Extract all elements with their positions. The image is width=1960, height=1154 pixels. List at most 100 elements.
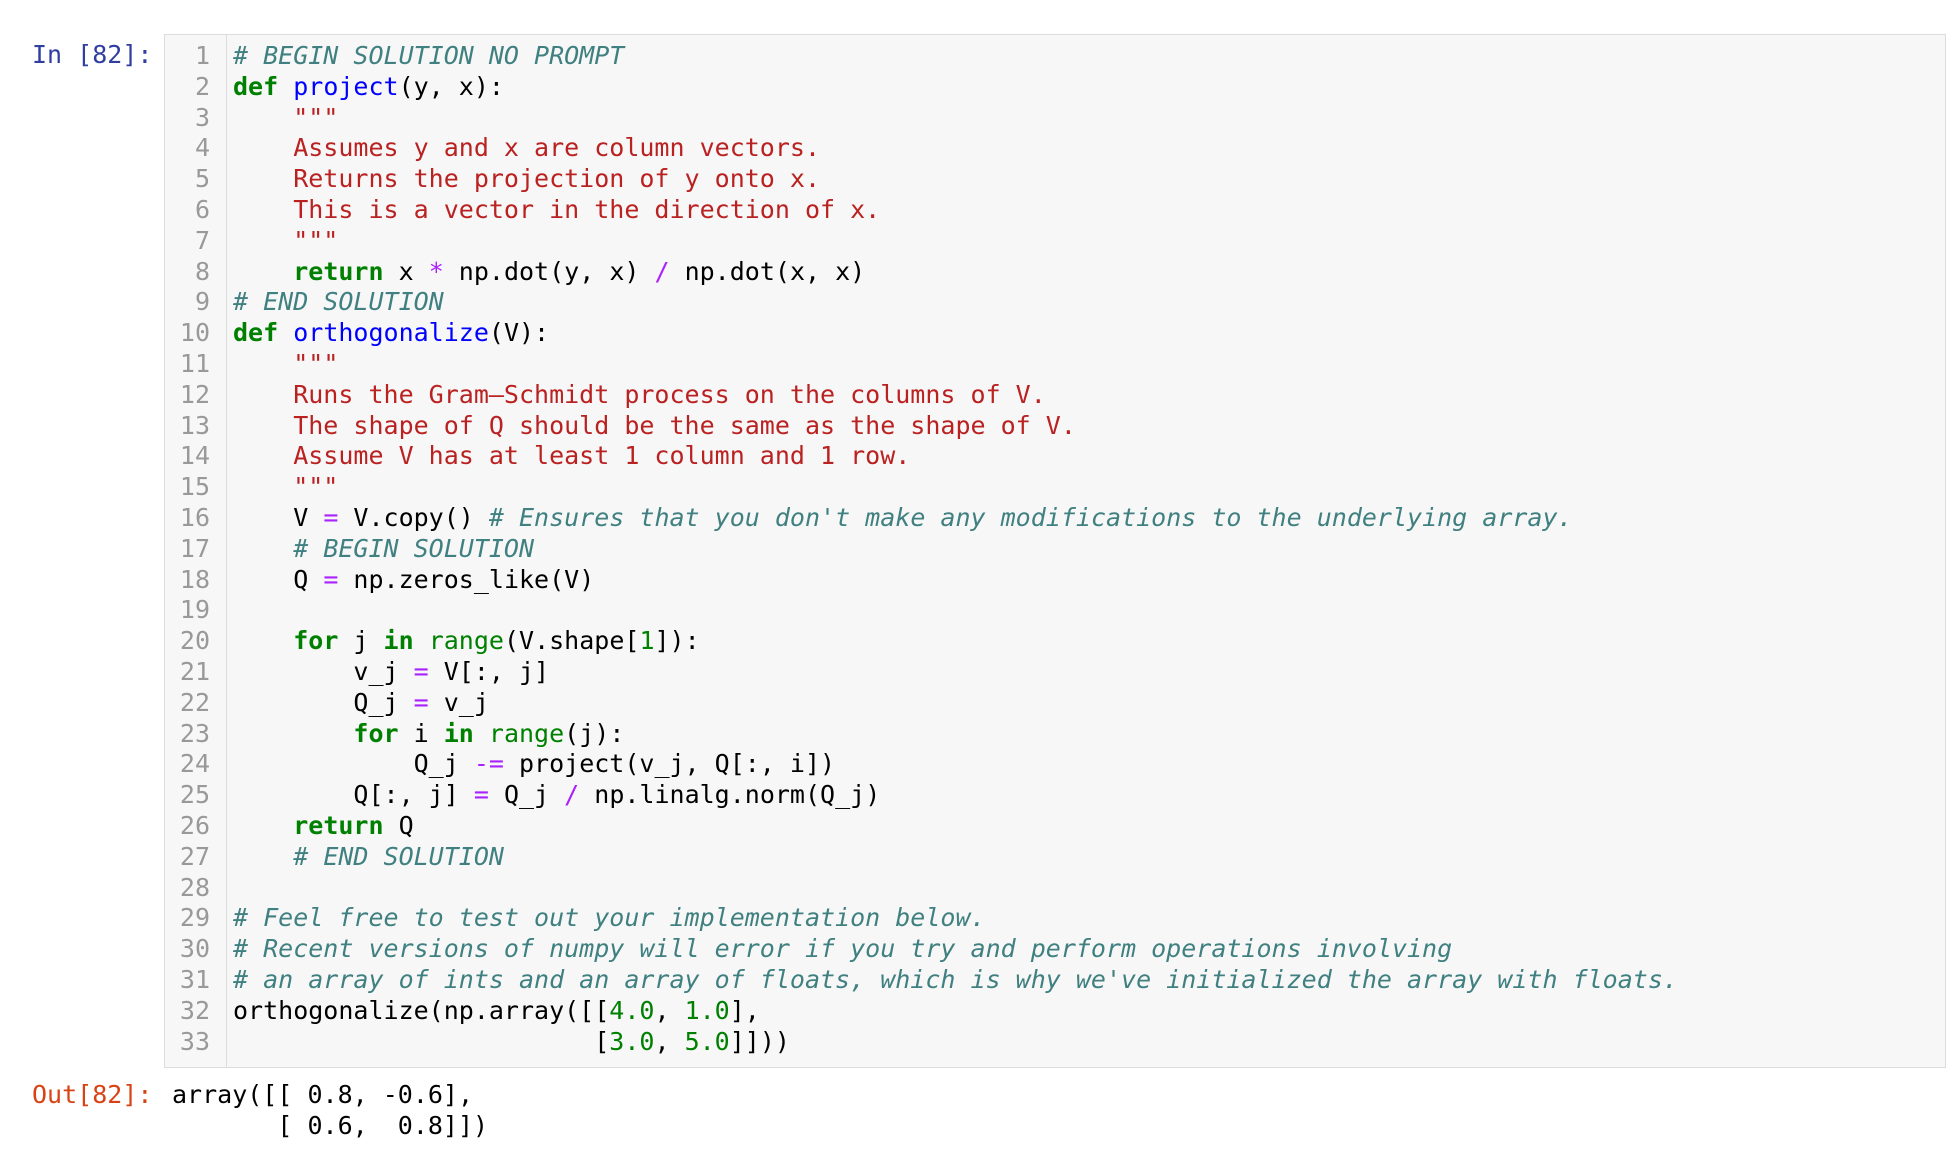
code-token: (y, x): <box>398 71 504 101</box>
code-token: range <box>488 718 565 748</box>
code-token: ]): <box>654 626 700 656</box>
code-token: / <box>564 780 580 810</box>
code-token: = <box>413 657 429 686</box>
code-token <box>414 626 429 655</box>
line-number: 33 <box>179 1026 210 1056</box>
code-token: Q_j <box>488 780 565 810</box>
code-line[interactable]: Q[:, j] = Q_j / np.linalg.norm(Q_j) <box>233 780 880 811</box>
code-token: Assume V has at least 1 column and 1 row… <box>233 441 911 471</box>
code-token <box>278 318 293 347</box>
code-token: for <box>293 626 339 656</box>
code-line[interactable]: Assumes y and x are column vectors. <box>233 133 820 164</box>
line-number: 32 <box>179 995 210 1025</box>
code-line[interactable]: Returns the projection of y onto x. <box>233 164 820 195</box>
line-number: 14 <box>179 441 210 471</box>
code-token: (V): <box>488 318 550 348</box>
code-token: for <box>353 718 399 748</box>
code-line[interactable]: V = V.copy() # Ensures that you don't ma… <box>233 503 1573 534</box>
code-line[interactable]: The shape of Q should be the same as the… <box>233 411 1076 442</box>
line-number: 16 <box>179 503 210 532</box>
code-token: # Feel free to test out your implementat… <box>233 903 986 933</box>
code-token: The shape of Q should be the same as the… <box>233 410 1076 440</box>
code-token: # Recent versions of numpy will error if… <box>233 934 1453 964</box>
code-line[interactable]: # Recent versions of numpy will error if… <box>233 934 1452 965</box>
line-number: 24 <box>179 749 210 779</box>
code-token: orthogonalize(np.array([[ <box>233 995 610 1025</box>
code-line[interactable]: # Feel free to test out your implementat… <box>233 903 986 934</box>
line-number: 20 <box>179 626 210 656</box>
code-token: # BEGIN SOLUTION <box>293 533 535 563</box>
code-line[interactable]: Assume V has at least 1 column and 1 row… <box>233 441 910 472</box>
line-number: 26 <box>179 811 210 840</box>
line-number: 1 <box>194 41 210 70</box>
code-line[interactable]: return Q <box>233 811 414 842</box>
code-line[interactable]: """ <box>233 472 338 503</box>
code-token: """ <box>233 225 339 255</box>
code-token: i <box>398 718 444 748</box>
code-line[interactable]: for i in range(j): <box>233 719 624 750</box>
code-line[interactable]: for j in range(V.shape[1]): <box>233 626 700 657</box>
code-token: Q <box>383 811 414 840</box>
code-line[interactable]: Q_j -= project(v_j, Q[:, i]) <box>233 749 835 780</box>
code-token: j <box>338 626 384 656</box>
code-line[interactable]: def project(y, x): <box>233 72 504 103</box>
code-token: def <box>233 71 279 101</box>
code-token: """ <box>233 472 339 502</box>
code-token: ], <box>729 995 760 1025</box>
code-line[interactable]: def orthogonalize(V): <box>233 318 549 349</box>
line-number: 22 <box>179 687 210 717</box>
code-token <box>233 626 293 655</box>
code-line[interactable]: # BEGIN SOLUTION NO PROMPT <box>233 41 624 72</box>
code-token: in <box>383 626 414 656</box>
code-token: V <box>233 503 324 532</box>
code-token: # END SOLUTION <box>293 841 504 871</box>
code-line[interactable]: orthogonalize(np.array([[4.0, 1.0], <box>233 996 760 1027</box>
code-line[interactable]: Runs the Gram–Schmidt process on the col… <box>233 380 1046 411</box>
code-token: Q_j <box>233 749 474 779</box>
code-line[interactable]: Q = np.zeros_like(V) <box>233 565 594 596</box>
code-line[interactable]: # an array of ints and an array of float… <box>233 965 1678 996</box>
code-token: project <box>293 71 399 101</box>
code-token: # BEGIN SOLUTION NO PROMPT <box>233 41 625 70</box>
code-token: x <box>383 256 429 286</box>
code-line[interactable]: """ <box>233 349 338 380</box>
line-number: 30 <box>179 934 210 964</box>
code-token: Q_j <box>233 687 414 717</box>
code-line[interactable]: return x * np.dot(y, x) / np.dot(x, x) <box>233 257 865 288</box>
code-line[interactable]: """ <box>233 226 338 257</box>
code-token <box>233 842 293 871</box>
code-token: Assumes y and x are column vectors. <box>233 133 820 163</box>
code-line[interactable]: Q_j = v_j <box>233 688 489 719</box>
line-number: 28 <box>179 872 210 902</box>
code-token <box>474 719 489 748</box>
line-number: 13 <box>179 410 210 440</box>
code-token: in <box>443 718 474 748</box>
code-token: Q <box>233 564 324 594</box>
code-line[interactable]: [3.0, 5.0]])) <box>233 1027 790 1058</box>
code-token: = <box>323 564 339 594</box>
code-line[interactable]: # END SOLUTION <box>233 842 504 873</box>
line-number: 23 <box>179 718 210 748</box>
line-number: 19 <box>179 595 210 625</box>
code-token: ]])) <box>729 1026 790 1056</box>
line-number: 6 <box>194 195 210 224</box>
line-number: 17 <box>179 533 210 563</box>
code-line[interactable]: # BEGIN SOLUTION <box>233 534 534 565</box>
code-line[interactable]: v_j = V[:, j] <box>233 657 549 688</box>
line-number: 7 <box>194 225 210 255</box>
code-line[interactable]: """ <box>233 103 338 134</box>
output-line: [ 0.6, 0.8]]) <box>172 1110 489 1140</box>
line-number: 3 <box>194 102 210 132</box>
code-token: 1.0 <box>684 995 730 1025</box>
code-token: np.dot(x, x) <box>669 256 866 286</box>
line-number: 27 <box>179 841 210 871</box>
code-token: [ <box>233 1026 610 1056</box>
code-token <box>233 257 293 286</box>
code-line[interactable]: # END SOLUTION <box>233 287 444 318</box>
line-number: 10 <box>179 318 210 348</box>
line-number: 31 <box>179 965 210 994</box>
code-token: # Ensures that you don't make any modifi… <box>488 503 1573 532</box>
code-token: , <box>654 995 685 1025</box>
code-line[interactable]: This is a vector in the direction of x. <box>233 195 880 226</box>
